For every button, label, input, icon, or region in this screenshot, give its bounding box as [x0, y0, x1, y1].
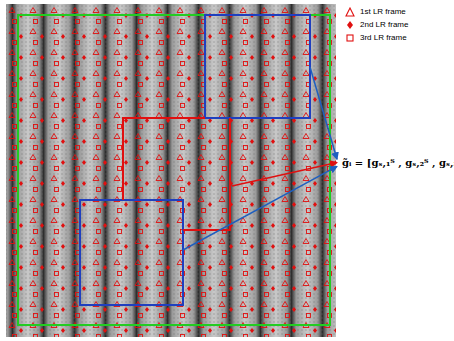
legend-text: 3rd LR frame [360, 33, 407, 42]
legend-row: 1st LR frame [345, 5, 408, 18]
blue-window [80, 200, 183, 305]
leader-arrow [310, 67, 337, 159]
legend-text: 2nd LR frame [360, 20, 408, 29]
formula-label: g̃ᵢ = [gₛ,₁ᵀ , gₛ,₂ᵀ , gₛ,₃ᵀ]ᵀ [340, 156, 454, 169]
hr-grid [6, 4, 336, 337]
legend-row: 3rd LR frame [345, 31, 408, 44]
legend-row: 2nd LR frame [345, 18, 408, 31]
lr-samples [6, 4, 336, 337]
red-window [123, 118, 205, 200]
legend-sample [345, 33, 355, 43]
stripe-image [6, 4, 336, 337]
red-window [183, 118, 230, 230]
leader-arrow [183, 166, 337, 250]
legend-sample [345, 7, 355, 17]
legend-sample [345, 20, 355, 30]
legend-text: 1st LR frame [360, 7, 406, 16]
blue-window [205, 15, 310, 118]
legend-box: 1st LR frame 2nd LR frame 3rd LR frame [340, 2, 413, 47]
green-frame [18, 15, 330, 325]
